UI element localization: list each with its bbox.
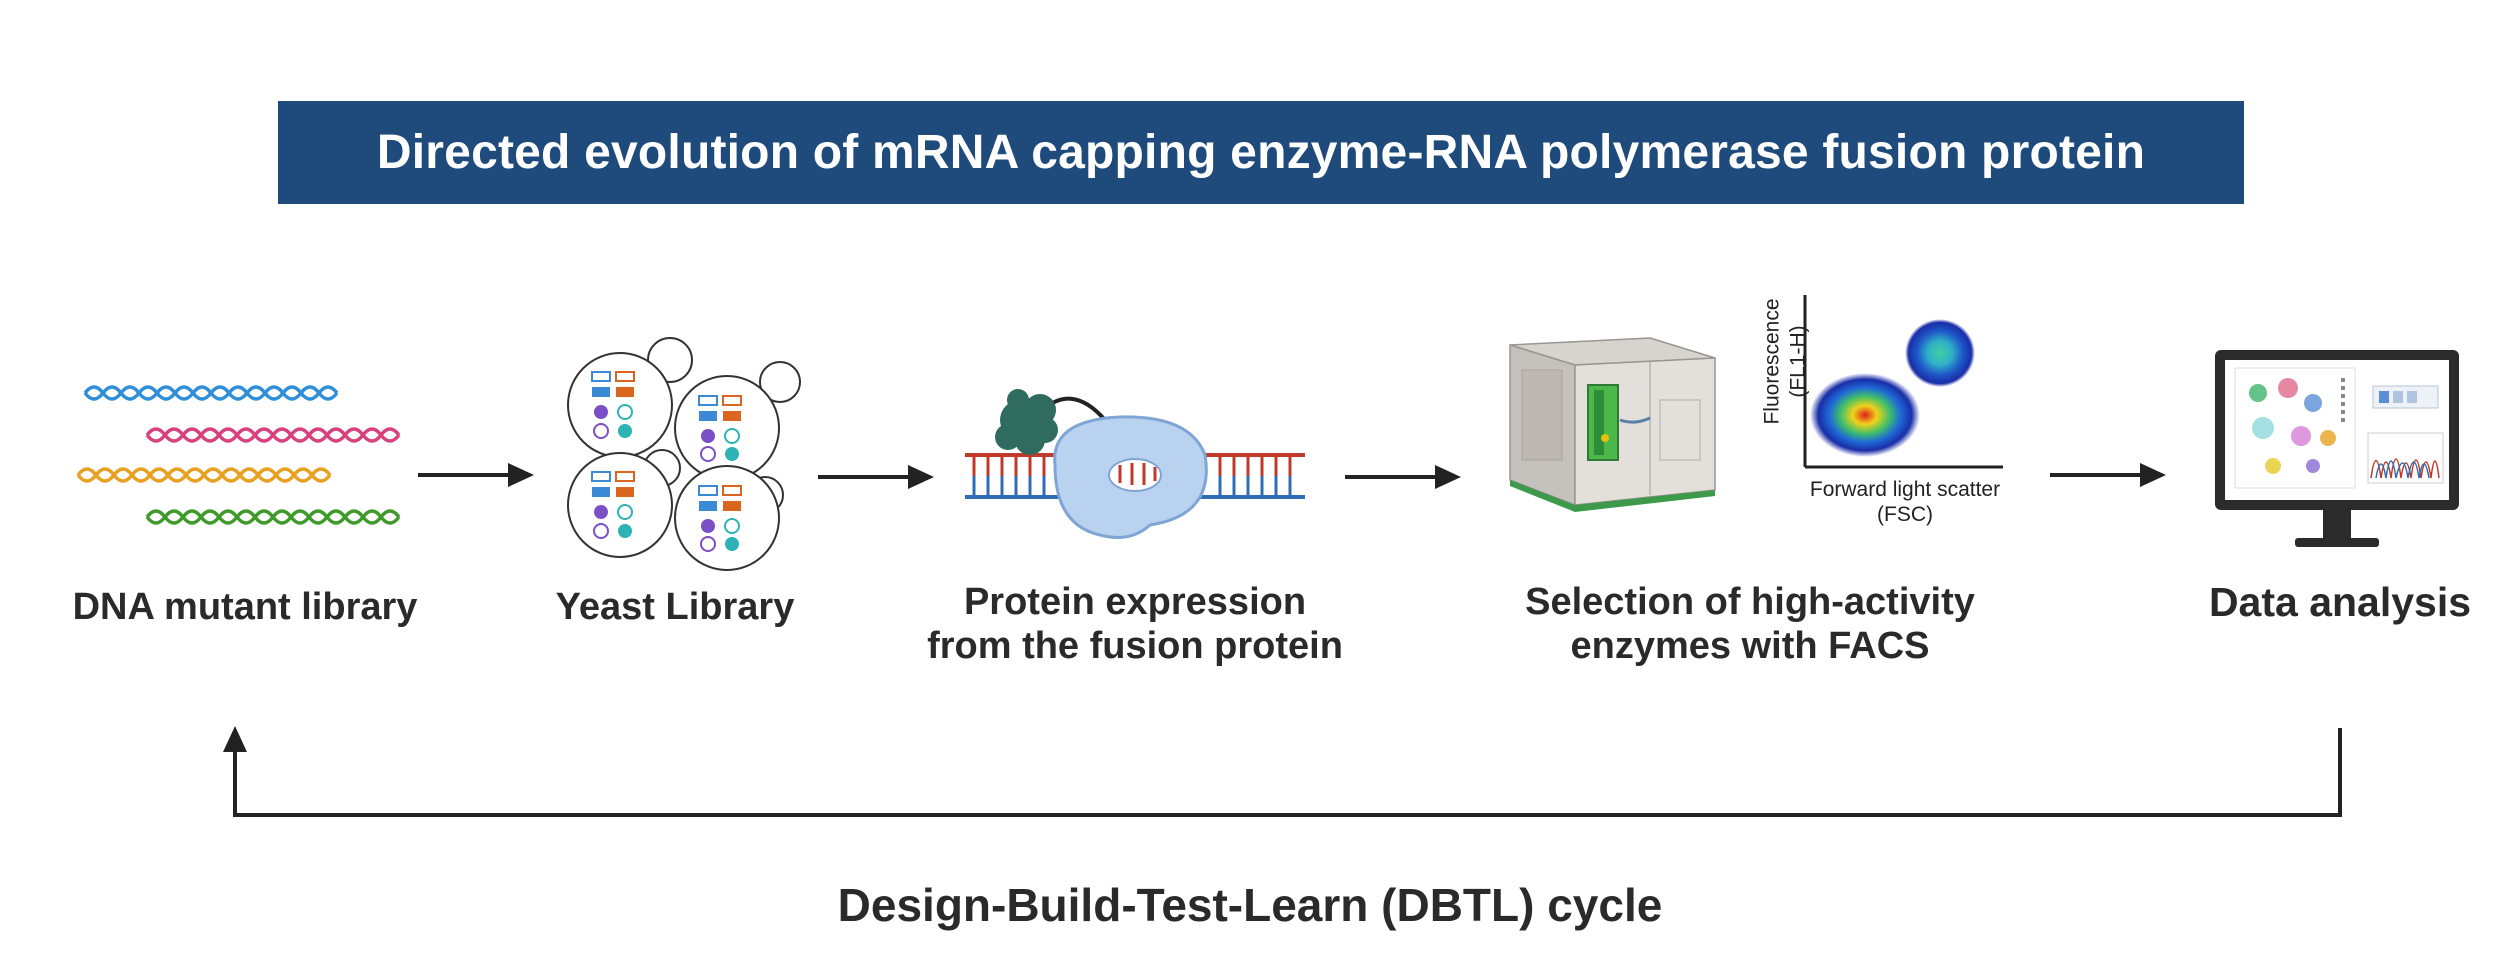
facs-scatter-plot [1803,295,2003,469]
facs-xlabel-line1: Forward light scatter [1809,478,2001,501]
population-high [1905,319,1975,387]
step-label-protein-expression-1: Protein expression [963,581,1307,623]
step-label-yeast-library: Yeast Library [555,586,795,628]
step-label-dna-library: DNA mutant library [72,586,418,628]
title-banner: Directed evolution of mRNA capping enzym… [278,101,2244,204]
diagram-title: Directed evolution of mRNA capping enzym… [376,126,2146,179]
yeast-cells-icon [567,337,801,571]
arrow-right-icon [2050,463,2166,487]
step-label-selection-2: enzymes with FACS [1570,625,1930,667]
fusion-protein-on-dna-icon [965,389,1305,539]
population-low [1810,373,1920,457]
arrow-right-icon [818,465,934,489]
dna-helices-icon [76,385,401,525]
step-label-selection-1: Selection of high-activity [1525,581,1975,623]
flow-cytometer-icon [1509,337,1716,512]
arrow-right-icon [418,463,534,487]
step-label-data-analysis: Data analysis [2208,579,2472,625]
step-label-protein-expression-2: from the fusion protein [927,625,1343,667]
arrow-right-icon [1345,465,1461,489]
facs-xlabel-line2: (FSC) [1877,503,1933,526]
monitor-icon [2215,350,2459,547]
cycle-label: Design-Build-Test-Learn (DBTL) cycle [837,879,1663,931]
